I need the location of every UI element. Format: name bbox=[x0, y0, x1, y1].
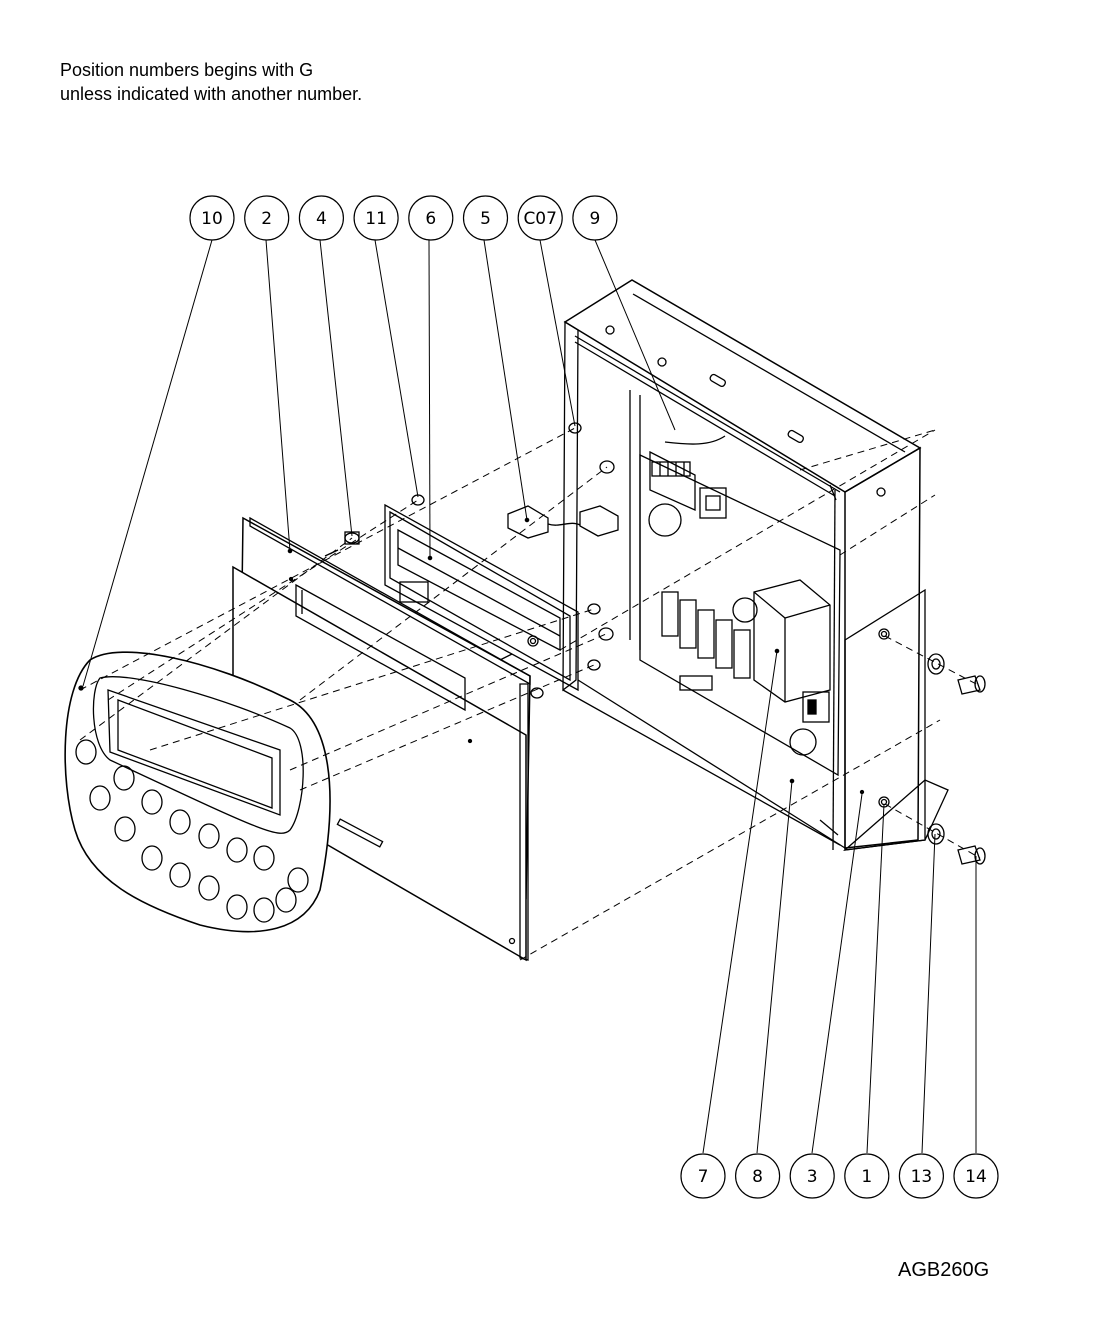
callout-4: 4 bbox=[298, 195, 344, 241]
callout-label: C07 bbox=[523, 209, 557, 229]
callout-6: 6 bbox=[408, 195, 454, 241]
callout-circle bbox=[680, 1153, 726, 1199]
front-foil-keypad bbox=[64, 651, 331, 933]
callout-label: 7 bbox=[698, 1167, 709, 1187]
callout-circle bbox=[789, 1153, 835, 1199]
callout-label: 6 bbox=[425, 209, 436, 229]
callout-label: 3 bbox=[807, 1167, 818, 1187]
callout-label: 14 bbox=[965, 1167, 987, 1187]
callout-5: 5 bbox=[462, 195, 509, 241]
callout-label: 11 bbox=[365, 209, 387, 229]
callout-label: 4 bbox=[316, 209, 327, 229]
callout-2: 2 bbox=[244, 195, 290, 241]
callout-circle bbox=[462, 195, 509, 241]
side-bracket bbox=[842, 588, 949, 851]
display-module bbox=[384, 503, 579, 692]
callout-circle bbox=[898, 1153, 945, 1199]
position-number-note: Position numbers begins with G unless in… bbox=[60, 58, 362, 106]
spacers-and-nuts bbox=[324, 422, 615, 699]
callout-10: 10 bbox=[189, 195, 235, 241]
drawing-code: AGB260G bbox=[898, 1259, 990, 1281]
callout-circle bbox=[844, 1153, 890, 1199]
flat-cable bbox=[507, 505, 619, 539]
callout-label: 5 bbox=[480, 209, 491, 229]
callout-circle bbox=[734, 1153, 781, 1199]
callout-label: 1 bbox=[861, 1167, 872, 1187]
callout-label: 13 bbox=[911, 1167, 933, 1187]
main-pcb bbox=[639, 435, 841, 777]
callout-circle bbox=[517, 195, 563, 241]
callouts-bottom: 7 8 3 1 13 14 bbox=[680, 1153, 999, 1199]
callouts-top: 10 2 4 11 6 5 C07 9 bbox=[189, 195, 618, 241]
callout-label: 8 bbox=[752, 1167, 763, 1187]
callout-circle bbox=[408, 195, 454, 241]
callout-circle bbox=[353, 195, 399, 241]
callout-circle bbox=[953, 1153, 999, 1199]
callout-8: 8 bbox=[734, 1153, 781, 1199]
front-plate bbox=[232, 516, 531, 962]
callout-7: 7 bbox=[680, 1153, 726, 1199]
callout-label: 2 bbox=[261, 209, 272, 229]
callout-9: 9 bbox=[572, 195, 618, 241]
callout-3: 3 bbox=[789, 1153, 835, 1199]
washers-and-screws bbox=[927, 653, 986, 865]
callout-label: 9 bbox=[589, 209, 600, 229]
callout-1: 1 bbox=[844, 1153, 890, 1199]
callout-circle bbox=[572, 195, 618, 241]
callout-circle bbox=[298, 195, 344, 241]
callout-circle bbox=[189, 195, 235, 241]
callout-circle bbox=[244, 195, 290, 241]
callout-14: 14 bbox=[953, 1153, 999, 1199]
callout-11: 11 bbox=[353, 195, 399, 241]
housing-box bbox=[562, 279, 922, 851]
note-line-1: Position numbers begins with G bbox=[60, 60, 314, 80]
callout-C07: C07 bbox=[517, 195, 563, 241]
assembly-guide-lines bbox=[79, 427, 981, 961]
note-line-2: unless indicated with another number. bbox=[60, 84, 363, 104]
leader-lines bbox=[82, 239, 977, 1154]
callout-13: 13 bbox=[898, 1153, 945, 1199]
callout-label: 10 bbox=[201, 209, 223, 229]
